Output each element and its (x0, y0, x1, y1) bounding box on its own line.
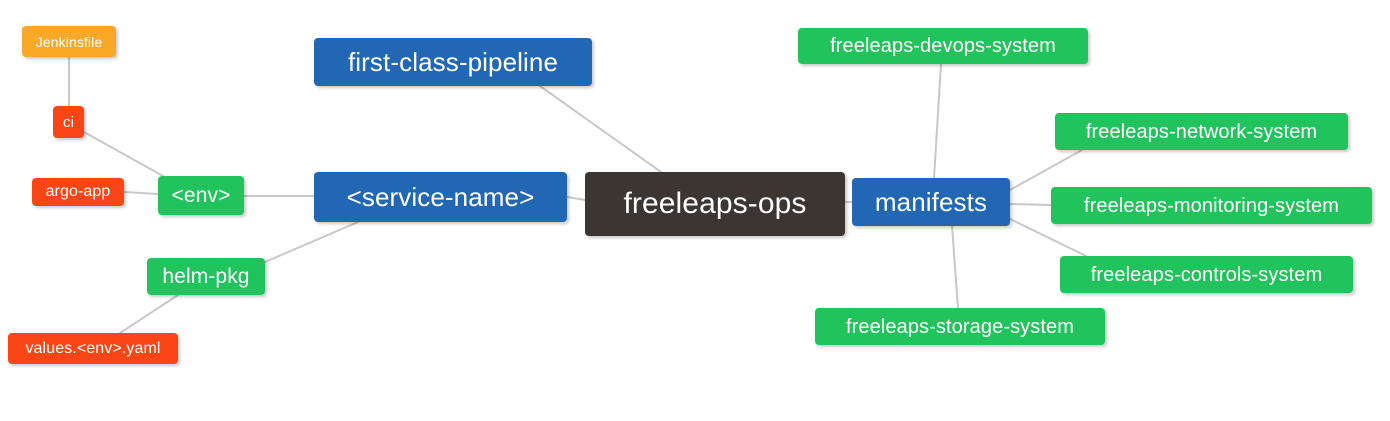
node-label: Jenkinsfile (35, 33, 103, 50)
mindmap-node-env[interactable]: <env> (158, 176, 244, 215)
node-label: <service-name> (346, 182, 535, 212)
node-label: helm-pkg (162, 265, 250, 288)
edge-root-to-service-name (566, 196, 586, 201)
edge-root-to-pipeline (539, 85, 662, 173)
mindmap-node-service-name[interactable]: <service-name> (314, 172, 567, 222)
edge-env-to-argo-app (123, 191, 159, 195)
mindmap-node-manifests[interactable]: manifests (852, 178, 1010, 226)
node-label: <env> (171, 184, 231, 207)
node-label: freeleaps-network-system (1085, 120, 1318, 143)
mindmap-node-controls-system[interactable]: freeleaps-controls-system (1060, 256, 1353, 293)
mindmap-node-helm-pkg[interactable]: helm-pkg (147, 258, 265, 295)
edge-helm-pkg-to-values-yaml (119, 294, 179, 334)
node-label: freeleaps-controls-system (1090, 263, 1323, 286)
mindmap-node-storage-system[interactable]: freeleaps-storage-system (815, 308, 1105, 345)
edge-manifests-to-network-system (1009, 149, 1083, 191)
mindmap-node-pipeline[interactable]: first-class-pipeline (314, 38, 592, 86)
edge-env-to-ci (83, 131, 164, 177)
node-label: freeleaps-ops (623, 187, 807, 220)
edge-service-name-to-helm-pkg (264, 221, 359, 263)
mindmap-node-monitoring-system[interactable]: freeleaps-monitoring-system (1051, 187, 1372, 224)
node-label: ci (62, 113, 75, 131)
edge-manifests-to-storage-system (951, 225, 959, 309)
mindmap-node-devops-system[interactable]: freeleaps-devops-system (798, 28, 1088, 64)
edge-manifests-to-devops-system (933, 63, 942, 179)
node-label: freeleaps-storage-system (845, 315, 1075, 338)
node-label: freeleaps-monitoring-system (1083, 194, 1339, 217)
mindmap-node-network-system[interactable]: freeleaps-network-system (1055, 113, 1348, 150)
mindmap-node-jenkinsfile[interactable]: Jenkinsfile (22, 26, 116, 57)
mindmap-node-ci[interactable]: ci (53, 106, 84, 138)
edge-manifests-to-controls-system (1009, 218, 1087, 257)
node-label: freeleaps-devops-system (830, 35, 1056, 57)
mindmap-node-argo-app[interactable]: argo-app (32, 178, 124, 206)
node-label: manifests (874, 187, 988, 217)
node-label: first-class-pipeline (347, 47, 559, 77)
node-label: values.<env>.yaml (25, 339, 161, 357)
edge-manifests-to-monitoring-system (1009, 203, 1052, 206)
node-label: argo-app (45, 183, 111, 200)
mindmap-node-root[interactable]: freeleaps-ops (585, 172, 845, 236)
mindmap-node-values-yaml[interactable]: values.<env>.yaml (8, 333, 178, 364)
